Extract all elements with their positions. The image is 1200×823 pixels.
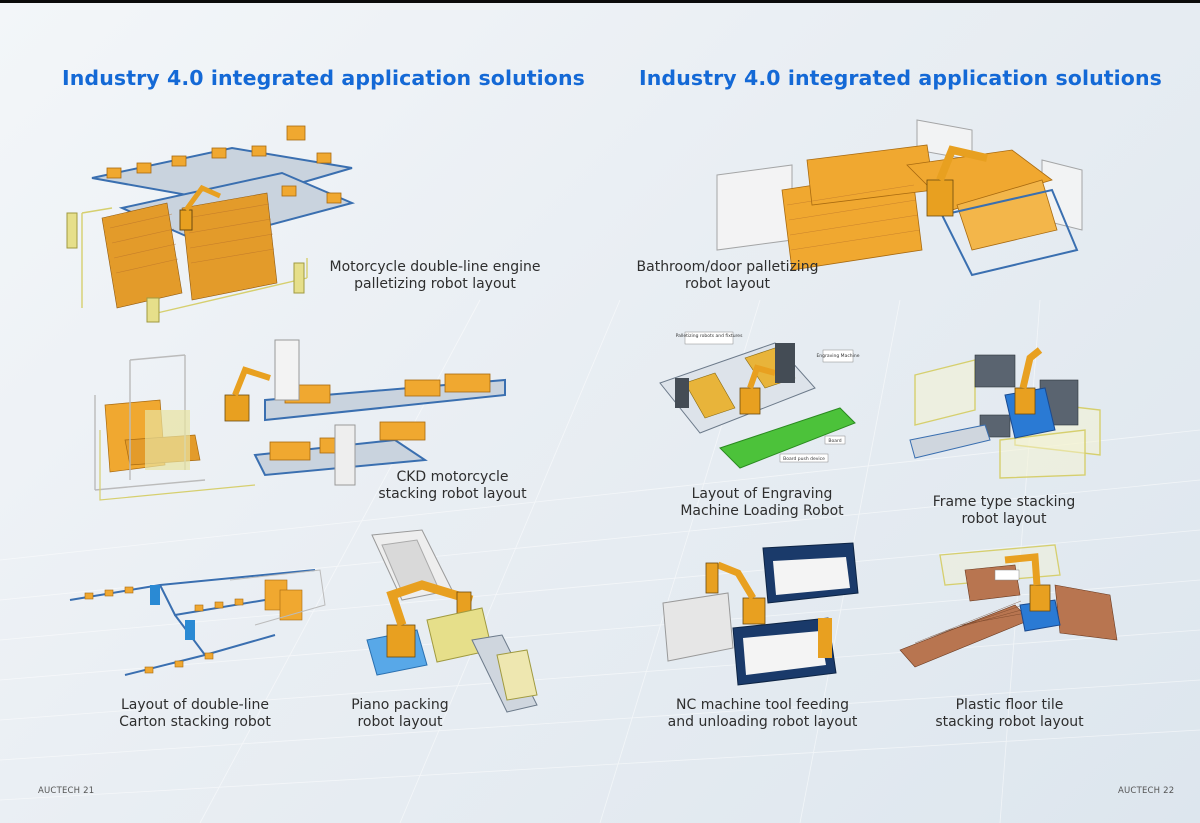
caption-frame-type: Frame type stacking robot layout: [932, 494, 1076, 527]
caption-bathroom-door: Bathroom/door palletizing robot layout: [636, 259, 819, 292]
left-page-heading: Industry 4.0 integrated application solu…: [62, 66, 585, 90]
double-line-carton-layout-illustration: [69, 569, 326, 676]
caption-motorcycle-engine: Motorcycle double-line engine palletizin…: [329, 259, 541, 292]
engraving-label-machine: Engraving Machine: [816, 353, 859, 359]
plastic-floor-tile-layout-illustration: [899, 544, 1118, 668]
frame-type-layout-illustration: [909, 347, 1101, 479]
ckd-motorcycle-layout-illustration: [94, 339, 506, 501]
engraving-machine-layout-illustration: Palletizing robots and fixtures Engravin…: [659, 331, 860, 469]
right-page-heading: Industry 4.0 integrated application solu…: [639, 66, 1162, 90]
top-edge-bar: [0, 0, 1200, 3]
engraving-label-board-push: Board push device: [783, 456, 825, 462]
piano-packing-layout-illustration: [366, 529, 538, 713]
engraving-label-palletizing: Palletizing robots and fixtures: [676, 333, 743, 339]
nc-machine-layout-illustration: [662, 542, 859, 686]
caption-ckd-motorcycle: CKD motorcycle stacking robot layout: [378, 469, 527, 502]
right-page-number: AUCTECH 22: [1118, 786, 1175, 796]
caption-engraving-machine: Layout of Engraving Machine Loading Robo…: [680, 486, 844, 519]
caption-nc-machine: NC machine tool feeding and unloading ro…: [667, 697, 858, 730]
left-page-number: AUCTECH 21: [38, 786, 95, 796]
bathroom-door-layout-illustration: [716, 119, 1083, 277]
engraving-label-board: Board: [828, 438, 841, 444]
caption-piano-packing: Piano packing robot layout: [351, 697, 449, 730]
motorcycle-engine-layout-illustration: [66, 125, 356, 323]
caption-plastic-floor-tile: Plastic floor tile stacking robot layout: [935, 697, 1084, 730]
caption-double-line-carton: Layout of double-line Carton stacking ro…: [119, 697, 271, 730]
